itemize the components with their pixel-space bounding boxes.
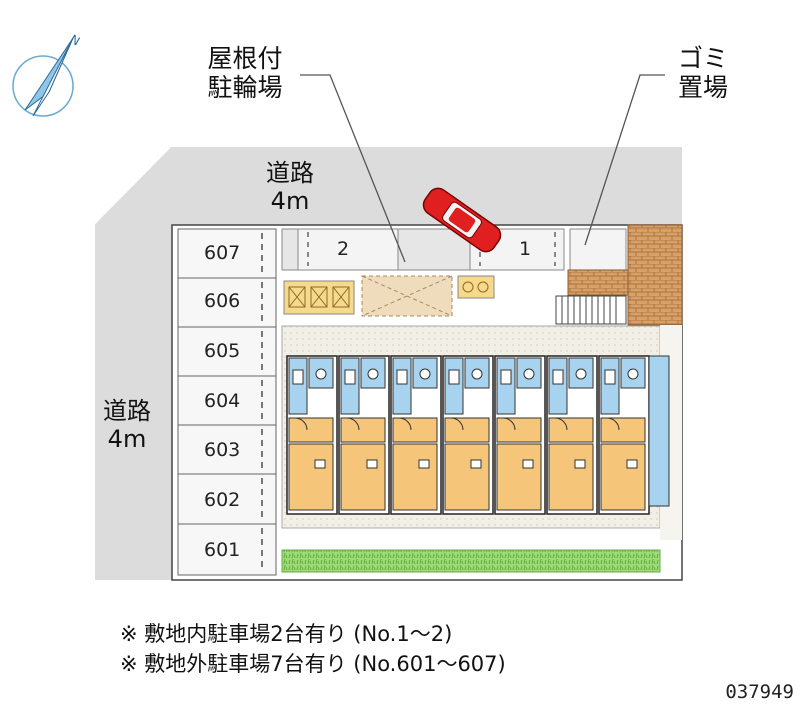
property-code: 037949: [725, 681, 794, 703]
road-top-line2: 4m: [270, 186, 310, 215]
road-left-line2: 4m: [107, 424, 147, 453]
garbage-line1: ゴミ: [677, 44, 728, 73]
offsite-slot-label: 601: [204, 539, 241, 561]
parking-note-offsite: ※ 敷地外駐車場7台有り (No.601～607): [120, 652, 506, 676]
onsite-slot-label: 2: [337, 238, 350, 260]
onsite-parking-row: [281, 228, 627, 271]
apartment-unit: [494, 355, 546, 515]
grass-strip: [281, 549, 661, 573]
compass-icon: N: [12, 32, 82, 117]
apartment-unit: [390, 355, 442, 515]
garbage-callout-line: [584, 74, 665, 246]
apartment-unit: [546, 355, 598, 515]
apartment-building: [286, 355, 670, 515]
covered-bike-callout: 屋根付 駐輪場: [190, 44, 300, 103]
road-area: [95, 147, 682, 580]
offsite-slot-label: 604: [204, 390, 241, 412]
apartment-unit: [598, 355, 650, 515]
road-left-line1: 道路: [103, 397, 151, 425]
onsite-slot-label: 1: [519, 238, 532, 260]
brick-wall: [627, 224, 683, 326]
parking-note-onsite: ※ 敷地内駐車場2台有り (No.1～2): [120, 622, 453, 646]
car-icon: [422, 187, 502, 253]
offsite-slot-label: 605: [204, 340, 241, 362]
road-top-line1: 道路: [266, 159, 314, 187]
garbage-callout: ゴミ 置場: [668, 44, 738, 103]
road-label-left: 道路 4m: [92, 397, 162, 453]
offsite-parking-column: [177, 228, 277, 576]
covered-bike-line2: 駐輪場: [207, 72, 283, 102]
road-label-top: 道路 4m: [240, 159, 340, 215]
offsite-slot-label: 606: [204, 290, 241, 312]
planter-box: [457, 275, 495, 299]
garbage-line2: 置場: [677, 72, 728, 102]
offsite-slot-label: 607: [204, 242, 241, 264]
offsite-slot-label: 603: [204, 439, 241, 461]
apartment-unit: [338, 355, 390, 515]
apartment-unit: [442, 355, 494, 515]
offsite-slot-label: 602: [204, 489, 241, 511]
roof-callout-line: [300, 74, 406, 263]
apartment-unit: [286, 355, 338, 515]
covered-bike-line1: 屋根付: [207, 44, 283, 73]
